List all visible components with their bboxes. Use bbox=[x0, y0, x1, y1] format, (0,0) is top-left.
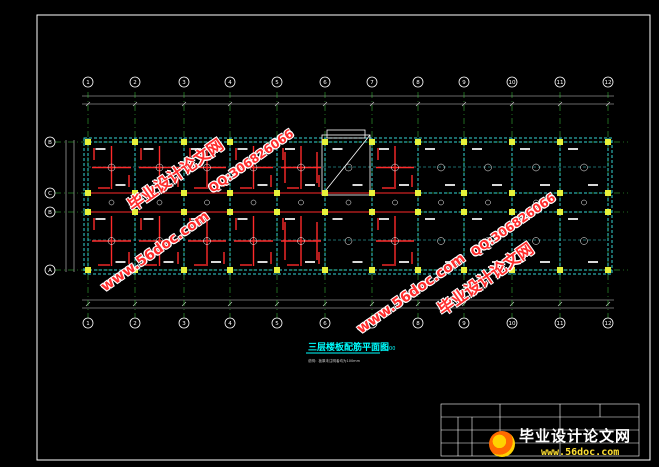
svg-text:7: 7 bbox=[370, 321, 374, 327]
axis-bubble-top-1: 1 bbox=[82, 76, 94, 88]
sheet-frame bbox=[36, 14, 651, 461]
axis-bubble-top-8: 8 bbox=[412, 76, 424, 88]
axis-bubble-top-6: 6 bbox=[319, 76, 331, 88]
svg-text:2: 2 bbox=[133, 321, 137, 327]
svg-text:6: 6 bbox=[323, 321, 327, 327]
axis-bubble-top-5: 5 bbox=[271, 76, 283, 88]
svg-text:C: C bbox=[48, 191, 52, 197]
svg-text:5: 5 bbox=[275, 321, 279, 327]
axis-bubble-bottom-6: 6 bbox=[319, 317, 331, 329]
svg-text:12: 12 bbox=[605, 80, 612, 86]
axis-bubble-top-3: 3 bbox=[178, 76, 190, 88]
svg-text:4: 4 bbox=[228, 80, 232, 86]
svg-text:1: 1 bbox=[86, 321, 90, 327]
slab-rebar-marks bbox=[88, 146, 418, 266]
column-markers bbox=[85, 139, 611, 273]
slab-annotations bbox=[95, 148, 598, 263]
svg-text:6: 6 bbox=[323, 80, 327, 86]
axis-bubble-bottom-2: 2 bbox=[129, 317, 141, 329]
drawing-title: 三层楼板配筋平面图 bbox=[308, 341, 389, 353]
brand-logo-icon bbox=[489, 431, 515, 457]
axis-bubble-row-2: C bbox=[44, 187, 56, 199]
axis-bubble-bottom-9: 9 bbox=[458, 317, 470, 329]
drawing-scale: 1:100 bbox=[381, 346, 395, 352]
axis-bubble-bottom-10: 10 bbox=[506, 317, 518, 329]
svg-text:2: 2 bbox=[133, 80, 137, 86]
svg-text:9: 9 bbox=[462, 80, 466, 86]
axis-bubble-row-1: B bbox=[44, 136, 56, 148]
axis-bubble-bottom-12: 12 bbox=[602, 317, 614, 329]
axis-bubble-bottom-5: 5 bbox=[271, 317, 283, 329]
svg-text:B: B bbox=[48, 210, 52, 216]
axis-bubble-bottom-8: 8 bbox=[412, 317, 424, 329]
axis-bubble-bottom-1: 1 bbox=[82, 317, 94, 329]
svg-text:B: B bbox=[48, 140, 52, 146]
axis-bubble-row-3: B bbox=[44, 206, 56, 218]
axis-bubble-top-11: 11 bbox=[554, 76, 566, 88]
svg-text:10: 10 bbox=[509, 321, 516, 327]
svg-text:4: 4 bbox=[228, 321, 232, 327]
title-block bbox=[440, 403, 640, 457]
brand-url: www.56doc.com bbox=[541, 447, 620, 458]
drawing-note: 说明：板厚未注明者均为100mm bbox=[308, 358, 361, 363]
svg-text:12: 12 bbox=[605, 321, 612, 327]
svg-text:8: 8 bbox=[416, 321, 420, 327]
stair-opening bbox=[321, 129, 371, 196]
axis-bubble-bottom-3: 3 bbox=[178, 317, 190, 329]
axis-bubble-bottom-11: 11 bbox=[554, 317, 566, 329]
slab-id-circles bbox=[107, 163, 588, 245]
svg-text:1: 1 bbox=[86, 80, 90, 86]
axis-bubble-row-4: A bbox=[44, 264, 56, 276]
svg-text:3: 3 bbox=[182, 80, 186, 86]
axis-bubble-top-12: 12 bbox=[602, 76, 614, 88]
axis-bubble-top-4: 4 bbox=[224, 76, 236, 88]
brand-title: 毕业设计论文网 bbox=[519, 427, 632, 445]
svg-text:8: 8 bbox=[416, 80, 420, 86]
svg-text:9: 9 bbox=[462, 321, 466, 327]
axis-bubble-top-10: 10 bbox=[506, 76, 518, 88]
axis-bubble-bottom-4: 4 bbox=[224, 317, 236, 329]
svg-text:3: 3 bbox=[182, 321, 186, 327]
svg-text:7: 7 bbox=[370, 80, 374, 86]
site-brand: 毕业设计论文网 www.56doc.com bbox=[479, 425, 649, 463]
svg-text:5: 5 bbox=[275, 80, 279, 86]
axis-bubble-top-7: 7 bbox=[366, 76, 378, 88]
axis-bubble-top-9: 9 bbox=[458, 76, 470, 88]
svg-text:11: 11 bbox=[557, 80, 564, 86]
axis-bubble-bottom-7: 7 bbox=[366, 317, 378, 329]
axis-bubble-top-2: 2 bbox=[129, 76, 141, 88]
svg-text:A: A bbox=[48, 268, 52, 274]
svg-text:10: 10 bbox=[509, 80, 516, 86]
svg-text:11: 11 bbox=[557, 321, 564, 327]
